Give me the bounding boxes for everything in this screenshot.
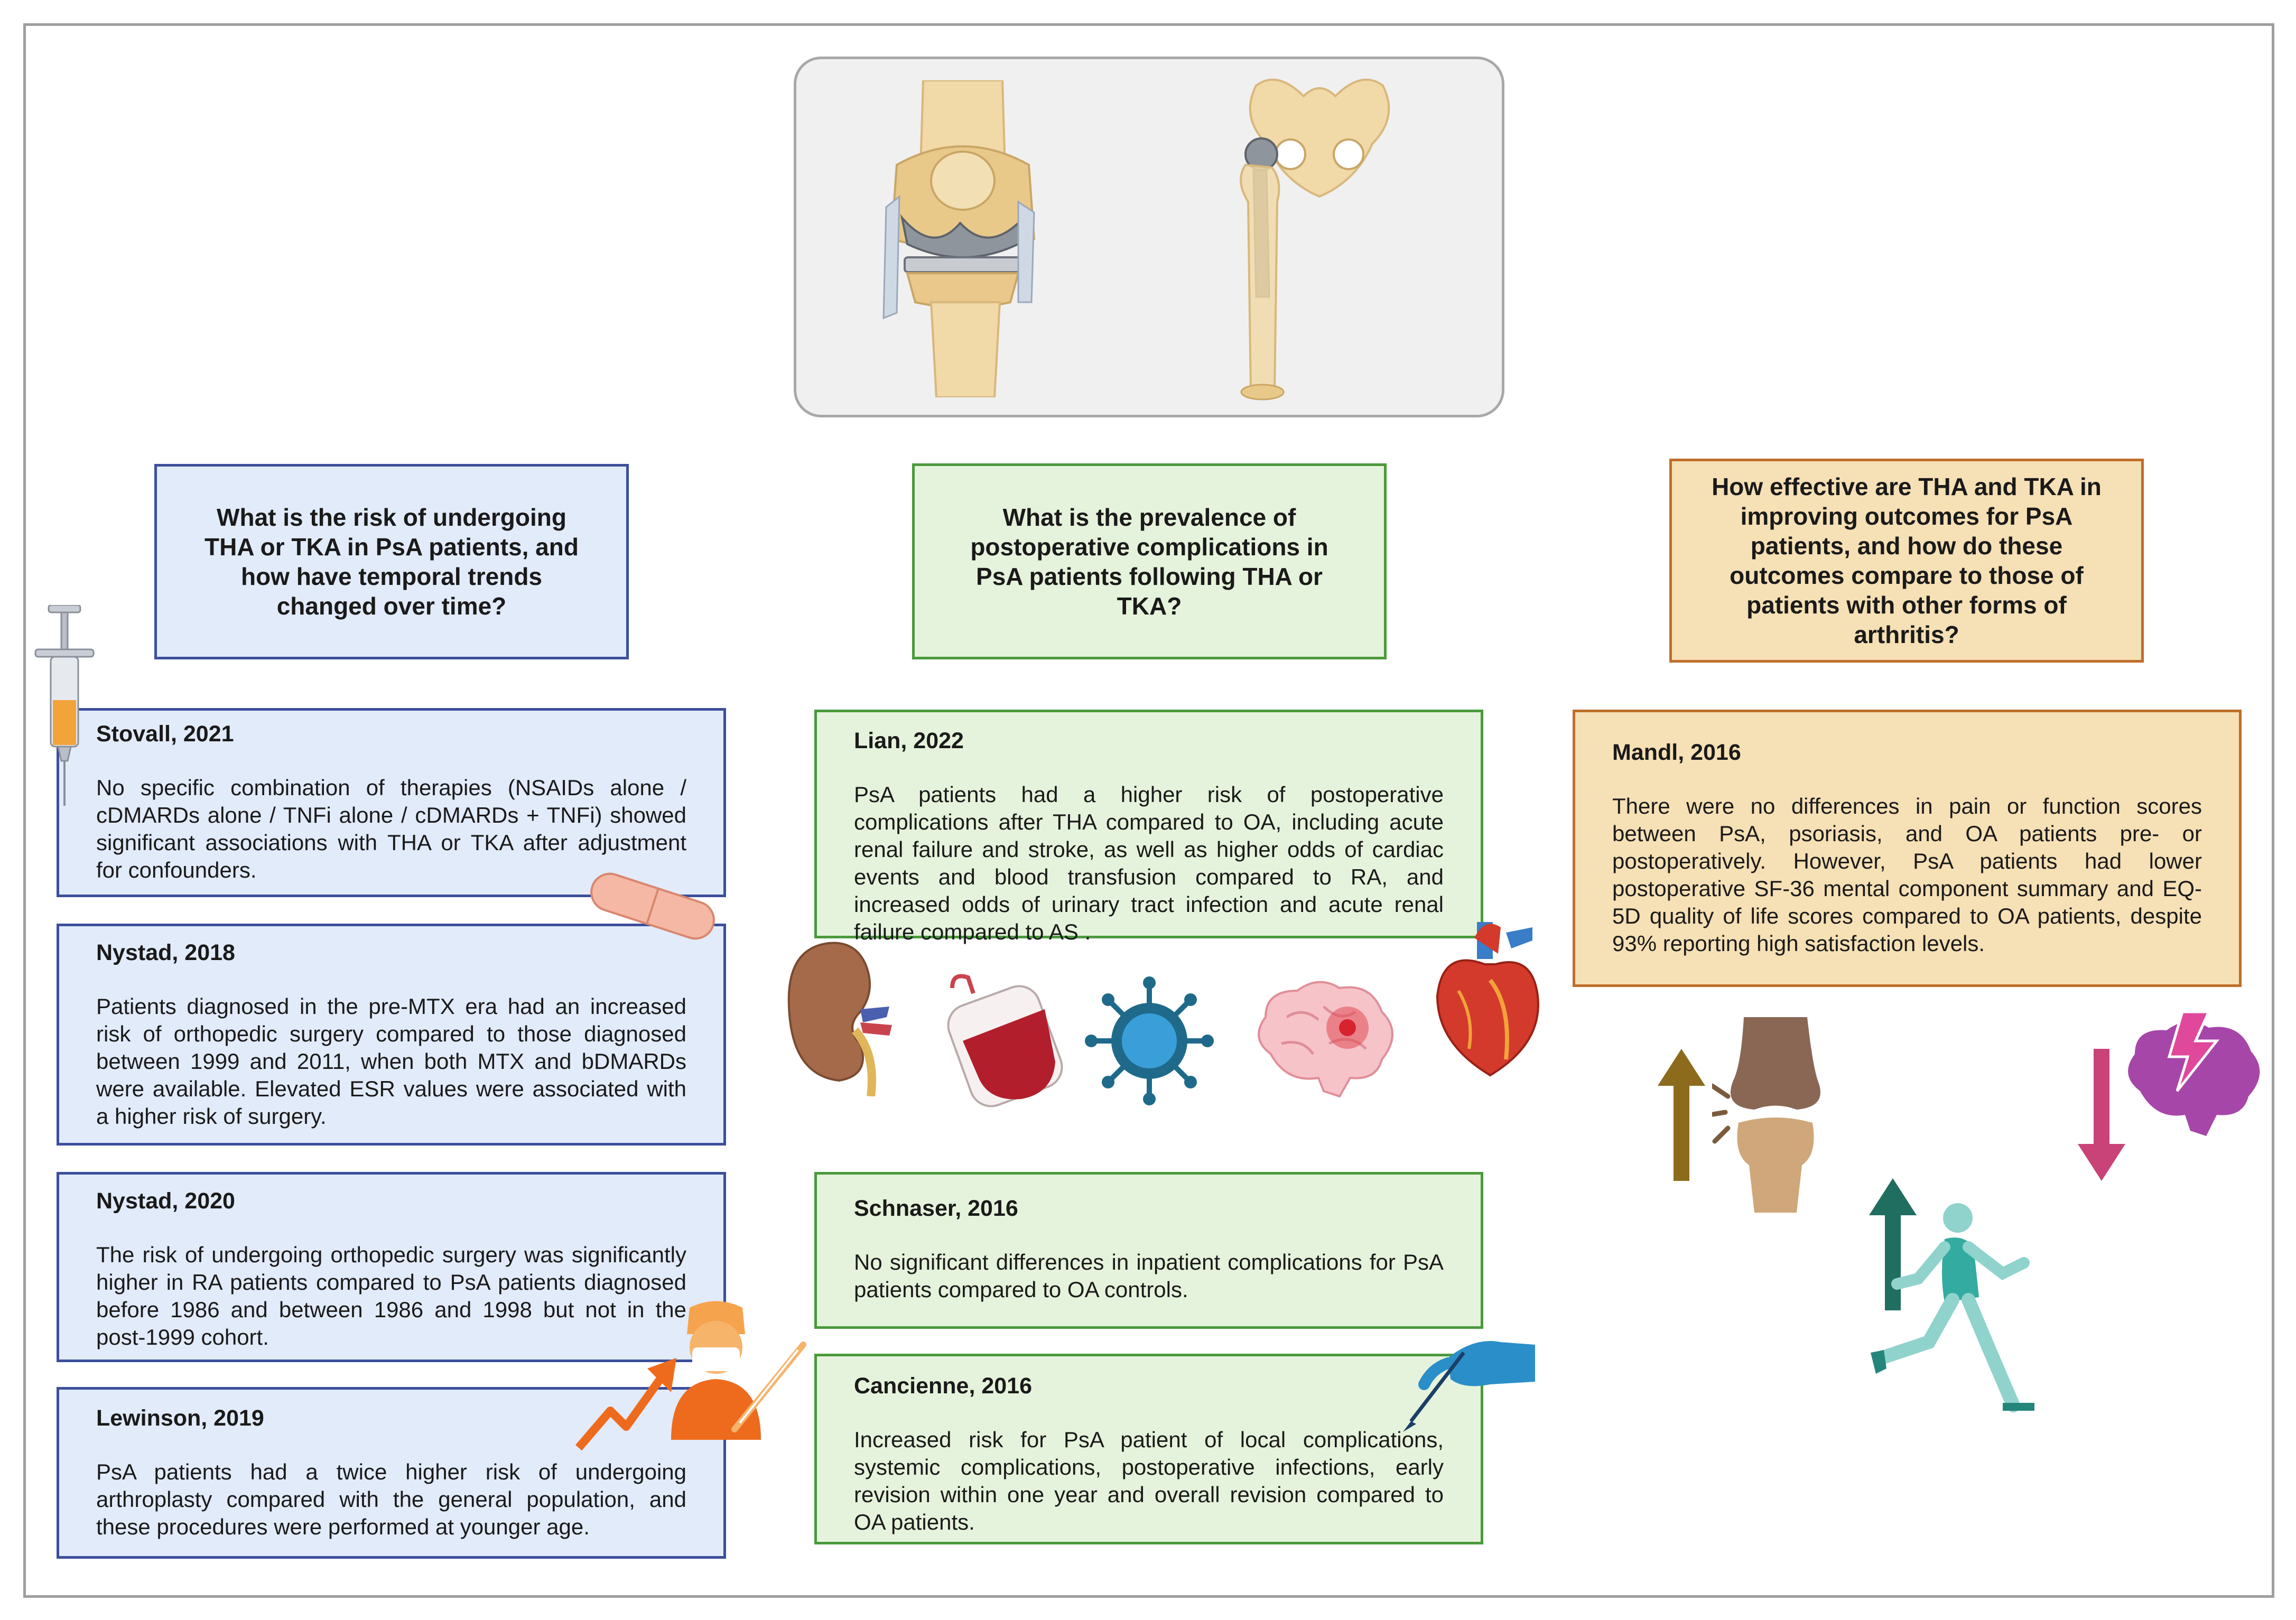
hero-implant-panel — [794, 57, 1504, 417]
down-arrow-icon — [2078, 1049, 2125, 1181]
blood-bag-icon — [947, 974, 1063, 1107]
study-text: The risk of undergoing orthopedic surger… — [96, 1242, 686, 1349]
runner-icon — [1871, 1203, 2034, 1412]
syringe-icon — [34, 605, 95, 806]
kidney-icon — [787, 942, 892, 1096]
study-title: Stovall, 2021 — [96, 721, 234, 747]
surgeon-icon — [671, 1301, 806, 1440]
study-text: Patients diagnosed in the pre-MTX era ha… — [96, 994, 686, 1129]
study-text: PsA patients had a higher risk of postop… — [854, 782, 1444, 944]
brain-mental-icon — [2128, 1012, 2260, 1136]
outer-frame — [23, 23, 2274, 1598]
rising-trend-icon — [575, 1358, 676, 1451]
heart-icon — [1436, 922, 1539, 1077]
question-complications-text: What is the prevalence of postoperative … — [970, 503, 1328, 620]
study-title: Schnaser, 2016 — [854, 1196, 1018, 1221]
question-risk-text: What is the risk of undergoing THA or TK… — [204, 504, 579, 620]
study-title: Mandl, 2016 — [1612, 740, 1741, 765]
study-text: There were no differences in pain or fun… — [1612, 794, 2202, 956]
study-title: Nystad, 2018 — [96, 940, 235, 965]
pill-icon — [590, 872, 715, 940]
study-card-nystad-2018: Nystad, 2018 Patients diagnosed in the p… — [57, 924, 726, 1146]
study-text: PsA patients had a twice higher risk of … — [96, 1459, 686, 1539]
question-effectiveness: How effective are THA and TKA in improvi… — [1669, 459, 2144, 663]
study-card-cancienne-2016: Cancienne, 2016 Increased risk for PsA p… — [814, 1354, 1483, 1544]
study-title: Nystad, 2020 — [96, 1188, 235, 1214]
study-card-lian-2022: Lian, 2022 PsA patients had a higher ris… — [814, 710, 1483, 944]
knee-pain-icon — [1712, 1017, 1820, 1213]
up-arrow-icon — [1869, 1178, 1917, 1310]
bacteria-icon — [1085, 976, 1214, 1105]
study-text: No specific combination of therapies (NS… — [96, 775, 686, 882]
study-card-schnaser-2016: Schnaser, 2016 No significant difference… — [814, 1172, 1483, 1329]
study-title: Lian, 2022 — [854, 728, 964, 753]
question-risk: What is the risk of undergoing THA or TK… — [154, 464, 629, 659]
scalpel-hand-icon — [1403, 1341, 1535, 1432]
study-text: Increased risk for PsA patient of local … — [854, 1427, 1444, 1534]
study-card-stovall-2021: Stovall, 2021 No specific combination of… — [57, 708, 726, 897]
study-card-mandl-2016: Mandl, 2016 There were no differences in… — [1573, 710, 2242, 987]
brain-stroke-icon — [1258, 981, 1393, 1098]
question-complications: What is the prevalence of postoperative … — [912, 463, 1387, 659]
knee-implant-icon — [882, 80, 1036, 397]
up-arrow-icon — [1658, 1049, 1705, 1181]
question-effectiveness-text: How effective are THA and TKA in improvi… — [1712, 473, 2102, 648]
study-title: Lewinson, 2019 — [96, 1405, 264, 1431]
study-card-nystad-2020: Nystad, 2020 The risk of undergoing orth… — [57, 1172, 726, 1362]
study-text: No significant differences in inpatient … — [854, 1250, 1444, 1302]
study-title: Cancienne, 2016 — [854, 1373, 1033, 1399]
hip-implant-icon — [1240, 78, 1390, 401]
